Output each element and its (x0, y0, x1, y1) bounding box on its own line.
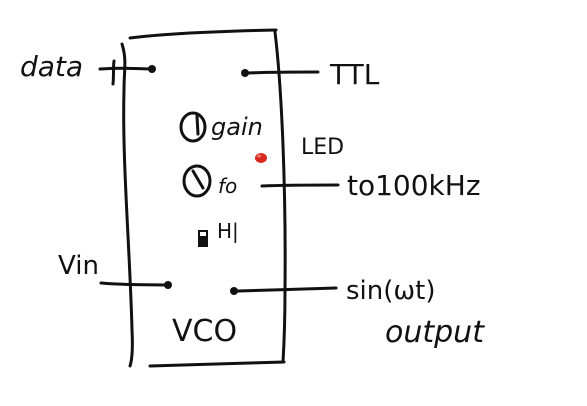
ttl-terminal-dot (241, 69, 249, 77)
data-terminal-dot (148, 65, 156, 73)
toggle-switch-icon (198, 230, 208, 247)
fo-knob-icon (182, 164, 212, 198)
led-label: LED (301, 135, 344, 160)
gain-knob-icon (179, 111, 207, 143)
vco-block-outline (120, 28, 287, 368)
data-label: data (20, 50, 83, 83)
sine-output-label: sin(ωt) (346, 276, 436, 306)
gain-label: gain (211, 113, 263, 141)
data-input-connection (98, 59, 156, 86)
output-label: output (385, 315, 485, 350)
fo-label: fo (218, 174, 237, 198)
ttl-output-connection (241, 69, 320, 77)
frequency-range-label: to100kHz (347, 169, 481, 202)
vco-block-label: VCO (172, 314, 237, 349)
fo-connection-line (260, 183, 340, 188)
vin-terminal-dot (164, 281, 172, 289)
led-indicator-icon (255, 153, 267, 163)
sine-output-connection (230, 286, 338, 295)
ttl-label: TTL (329, 58, 380, 91)
hl-label: H| (217, 219, 239, 243)
vin-label: Vin (58, 251, 99, 281)
sine-terminal-dot (230, 287, 238, 295)
vin-input-connection (99, 281, 172, 289)
